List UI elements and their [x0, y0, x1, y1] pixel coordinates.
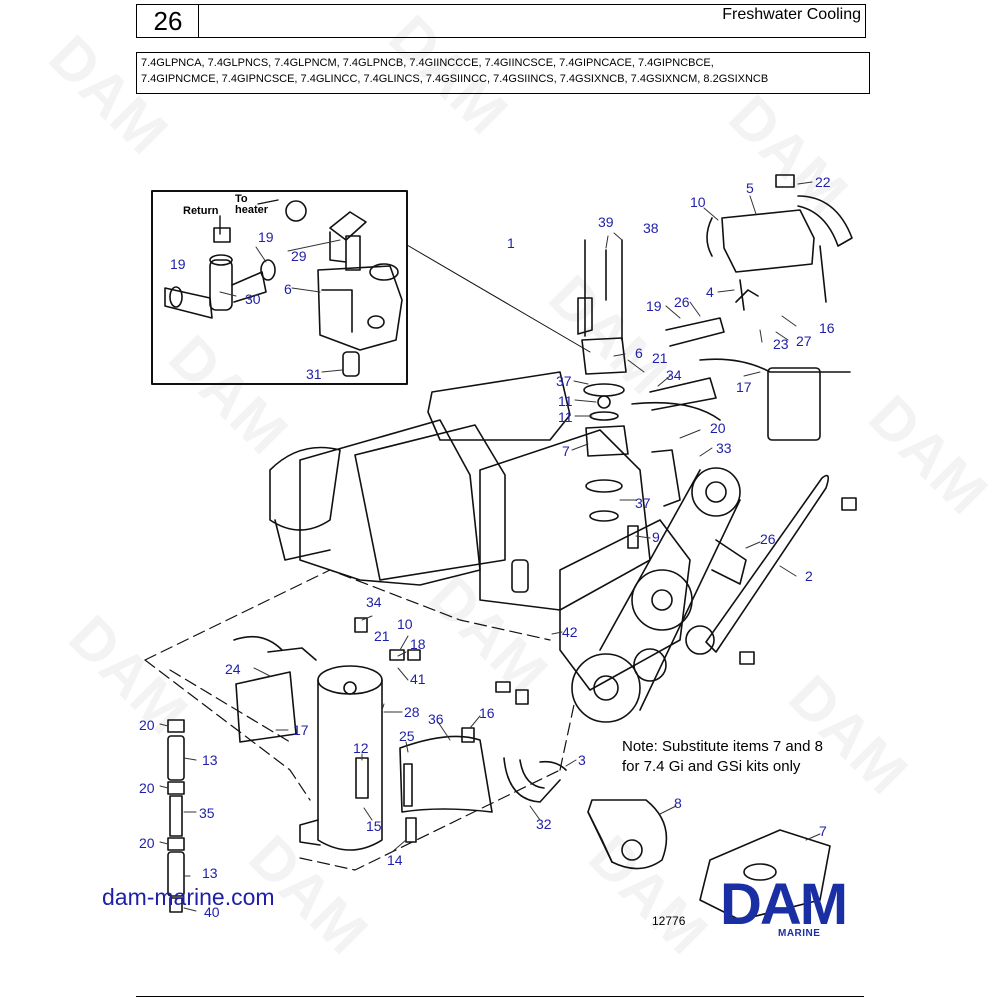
callout-23: 23: [773, 336, 789, 352]
inset-to-heater-label-line1: To: [235, 193, 248, 205]
inset-thermostat-housing: [285, 200, 403, 377]
note-line: Note: Substitute items 7 and 8: [622, 738, 823, 755]
svg-text:DAM: DAM: [720, 872, 846, 937]
strap-bracket: [399, 735, 493, 813]
callout-10-mid: 10: [397, 616, 413, 632]
callout-20-d: 20: [139, 835, 155, 851]
inset-return-label: Return: [183, 205, 219, 217]
model-list: 7.4GLPNCA, 7.4GLPNCS, 7.4GLPNCM, 7.4GLPN…: [136, 52, 870, 94]
section-number: 26: [136, 4, 199, 38]
callout-25: 25: [399, 728, 415, 744]
callout-40: 40: [204, 904, 220, 920]
callout-21-a: 21: [652, 350, 668, 366]
callout-21-b: 21: [374, 628, 390, 644]
callout-18: 18: [410, 636, 426, 652]
callout-1: 1: [507, 235, 515, 251]
callout-37-a: 37: [556, 373, 572, 389]
model-list-line: 7.4GLPNCA, 7.4GLPNCS, 7.4GLPNCM, 7.4GLPN…: [141, 57, 714, 69]
callout-38: 38: [643, 220, 659, 236]
callout-34-a: 34: [666, 367, 682, 383]
footer-divider: [136, 996, 864, 997]
heat-exchanger: [233, 635, 383, 851]
callout-19-c: 19: [646, 298, 662, 314]
mounting-bracket: [235, 671, 297, 743]
callout-17-a: 17: [736, 379, 752, 395]
callout-33: 33: [716, 440, 732, 456]
callout-35: 35: [199, 805, 215, 821]
drive-belt: [705, 474, 830, 653]
inset-leader-line: [406, 244, 591, 353]
callout-34-b: 34: [366, 594, 382, 610]
callout-7: 7: [562, 443, 570, 459]
model-list-line: 7.4GIPNCMCE, 7.4GIPNCSCE, 7.4GLINCC, 7.4…: [141, 73, 769, 85]
callout-3: 3: [578, 752, 586, 768]
callout-26-a: 26: [674, 294, 690, 310]
callout-16-a: 16: [819, 320, 835, 336]
callout-30: 30: [245, 291, 261, 307]
exhaust-elbow-part: [587, 799, 668, 870]
callout-32: 32: [536, 816, 552, 832]
callout-10-top: 10: [690, 194, 706, 210]
callout-42: 42: [562, 624, 578, 640]
callout-11-a: 11: [558, 393, 573, 409]
callout-39: 39: [598, 214, 614, 230]
callout-6-inset: 6: [284, 281, 292, 297]
dam-logo-subtext: MARINE: [778, 928, 821, 939]
callout-14: 14: [387, 852, 403, 868]
thermostat-stack: [577, 239, 629, 522]
callout-29: 29: [291, 248, 307, 264]
callout-37-b: 37: [635, 495, 651, 511]
pulley-set: [571, 467, 741, 723]
inset-tee-fitting: [164, 227, 276, 319]
callout-11-b: 11: [558, 409, 573, 425]
callout-27: 27: [796, 333, 812, 349]
thermostat-housing-part: [699, 829, 831, 921]
callout-9: 9: [652, 529, 660, 545]
leader-lines: [159, 181, 821, 912]
callout-13-b: 13: [202, 865, 218, 881]
callout-5: 5: [746, 180, 754, 196]
callout-36: 36: [428, 711, 444, 727]
callout-4: 4: [706, 284, 714, 300]
page-title-box: Freshwater Cooling: [198, 4, 866, 38]
callout-31: 31: [306, 366, 322, 382]
engine-block: [269, 371, 691, 691]
callout-20-c: 20: [139, 780, 155, 796]
callout-15: 15: [366, 818, 382, 834]
callout-28: 28: [404, 704, 420, 720]
substitution-note: Note: Substitute items 7 and 8 for 7.4 G…: [622, 737, 823, 777]
callout-19-b: 19: [170, 256, 186, 272]
coolant-reservoir: [706, 174, 853, 303]
left-hose-chain: [167, 719, 185, 913]
inset-frame: [151, 190, 408, 385]
website-link[interactable]: dam-marine.com: [102, 884, 275, 910]
drawing-number: 12776: [652, 914, 686, 928]
callout-19-a: 19: [258, 229, 274, 245]
callout-13-a: 13: [202, 752, 218, 768]
callout-20-a: 20: [710, 420, 726, 436]
callout-16-b: 16: [479, 705, 495, 721]
page-title: Freshwater Cooling: [722, 6, 861, 23]
callout-17-b: 17: [293, 722, 309, 738]
lower-dashed-outline: [144, 569, 576, 871]
callout-24: 24: [225, 661, 241, 677]
inset-arrow: [257, 199, 279, 205]
callout-8: 8: [674, 795, 682, 811]
dam-logo: DAM: [720, 872, 848, 937]
callout-22: 22: [815, 174, 831, 190]
callout-6: 6: [635, 345, 643, 361]
inset-to-heater-label-line2: heater: [235, 204, 269, 216]
callout-2: 2: [805, 568, 813, 584]
small-fittings: [354, 497, 857, 771]
callout-20-b: 20: [139, 717, 155, 733]
callout-7-kit: 7: [819, 823, 827, 839]
lower-hose: [503, 757, 561, 803]
hose-set: [631, 279, 851, 585]
note-line: for 7.4 Gi and GSi kits only: [622, 758, 801, 775]
callout-41: 41: [410, 671, 426, 687]
callout-12: 12: [353, 740, 369, 756]
callout-26-b: 26: [760, 531, 776, 547]
